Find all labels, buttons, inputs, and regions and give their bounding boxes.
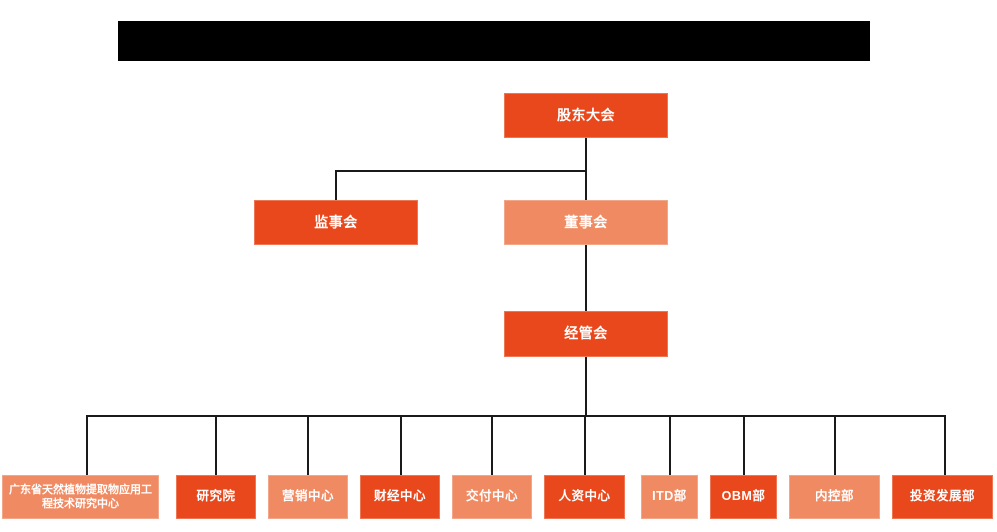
connector-departments-bus bbox=[86, 415, 946, 417]
connector-drop-delivery-center bbox=[491, 415, 493, 475]
connector-drop-investment-development-dept bbox=[944, 415, 946, 475]
connector-directors-to-management bbox=[585, 241, 587, 311]
node-management[interactable]: 经管会 bbox=[504, 311, 668, 357]
connector-drop-itd-dept bbox=[669, 415, 671, 475]
connector-to-directors bbox=[585, 170, 587, 201]
node-institute[interactable]: 研究院 bbox=[176, 475, 256, 519]
node-supervisors[interactable]: 监事会 bbox=[254, 200, 418, 245]
node-directors[interactable]: 董事会 bbox=[504, 200, 668, 245]
node-marketing-center[interactable]: 营销中心 bbox=[268, 475, 348, 519]
node-shareholders[interactable]: 股东大会 bbox=[504, 93, 668, 138]
node-internal-control-dept[interactable]: 内控部 bbox=[789, 475, 880, 519]
node-investment-development-dept[interactable]: 投资发展部 bbox=[892, 475, 993, 519]
connector-drop-hr-center bbox=[584, 415, 586, 475]
connector-shareholders-down bbox=[585, 137, 587, 171]
connector-level2-bus bbox=[335, 170, 587, 172]
connector-drop-marketing-center bbox=[307, 415, 309, 475]
node-itd-dept[interactable]: ITD部 bbox=[641, 475, 698, 519]
redacted-title-bar bbox=[118, 21, 870, 61]
connector-management-to-bus bbox=[585, 357, 587, 417]
node-finance-center[interactable]: 财经中心 bbox=[360, 475, 440, 519]
connector-drop-institute bbox=[215, 415, 217, 475]
connector-drop-internal-control-dept bbox=[834, 415, 836, 475]
connector-drop-obm-dept bbox=[743, 415, 745, 475]
node-obm-dept[interactable]: OBM部 bbox=[710, 475, 777, 519]
connector-drop-research-center bbox=[86, 415, 88, 475]
node-delivery-center[interactable]: 交付中心 bbox=[452, 475, 532, 519]
connector-drop-finance-center bbox=[400, 415, 402, 475]
node-research-center[interactable]: 广东省天然植物提取物应用工程技术研究中心 bbox=[2, 475, 159, 519]
connector-to-supervisors bbox=[335, 170, 337, 201]
node-hr-center[interactable]: 人资中心 bbox=[544, 475, 625, 519]
